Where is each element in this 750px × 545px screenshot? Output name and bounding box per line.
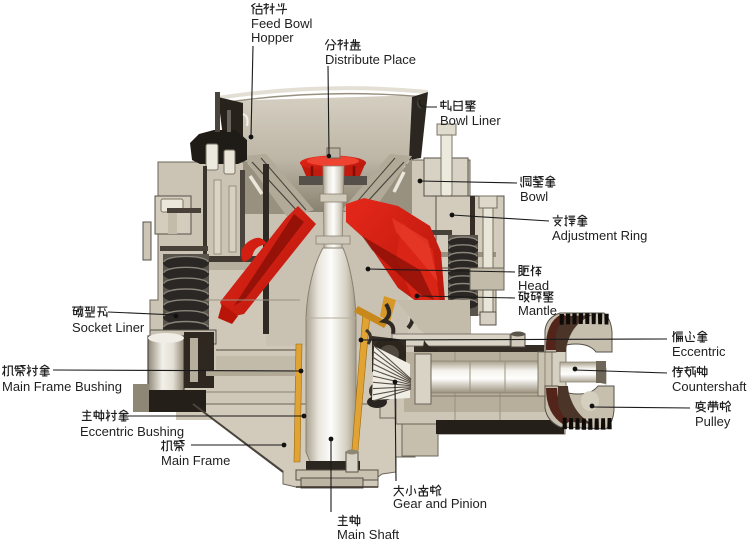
svg-text:Head: Head bbox=[518, 278, 549, 293]
svg-text:Bowl Liner: Bowl Liner bbox=[440, 113, 501, 128]
svg-text:Eccentric: Eccentric bbox=[672, 344, 726, 359]
svg-text:Main Frame Bushing: Main Frame Bushing bbox=[2, 379, 122, 394]
svg-text:Main Frame: Main Frame bbox=[161, 453, 230, 468]
svg-text:Eccentric Bushing: Eccentric Bushing bbox=[80, 424, 184, 439]
svg-text:Gear and Pinion: Gear and Pinion bbox=[393, 496, 487, 511]
svg-text:Pulley: Pulley bbox=[695, 414, 731, 429]
svg-text:Adjustment Ring: Adjustment Ring bbox=[552, 228, 647, 243]
svg-text:Socket Liner: Socket Liner bbox=[72, 320, 145, 335]
svg-text:Countershaft: Countershaft bbox=[672, 379, 747, 394]
svg-text:Feed Bowl: Feed Bowl bbox=[251, 16, 313, 31]
svg-text:Distribute Place: Distribute Place bbox=[325, 52, 416, 67]
svg-text:Bowl: Bowl bbox=[520, 189, 548, 204]
svg-text:Mantle: Mantle bbox=[518, 303, 557, 318]
svg-text:Hopper: Hopper bbox=[251, 30, 294, 45]
svg-text:Main Shaft: Main Shaft bbox=[337, 527, 400, 542]
